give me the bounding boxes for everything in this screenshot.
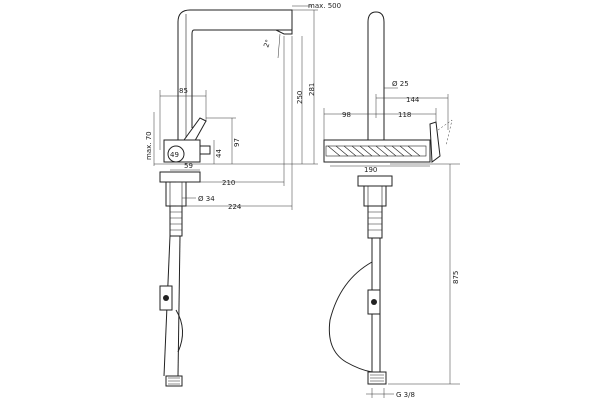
dim-118: 118 [398,111,411,119]
dim-49: 49 [170,151,179,159]
dim-d25: Ø 25 [392,80,409,88]
side-view-faucet [159,9,293,387]
base-plate [159,171,201,183]
dim-85: 85 [179,87,188,95]
front-hose-fitting [367,371,387,385]
dim-d34: Ø 34 [198,195,215,203]
dim-g38: G 3/8 [396,391,415,399]
dim-59: 59 [184,162,193,170]
spout-outline [177,9,293,146]
dim-44: 44 [215,149,223,158]
dim-144: 144 [406,96,420,104]
hose-loop [175,309,183,353]
dim-224: 224 [228,203,242,211]
dim-281: 281 [308,83,316,96]
dim-875: 875 [452,271,460,284]
side-lever [429,121,441,163]
dim-250: 250 [296,91,304,104]
front-view-faucet [323,11,453,385]
side-view-dimensions: max. 500 2° 85 max. 70 49 44 97 59 210 Ø… [145,2,341,211]
dim-max70: max. 70 [145,131,153,160]
spray-head [275,29,293,35]
front-base-plate [357,175,393,187]
dim-max500: max. 500 [308,2,341,10]
dim-210: 210 [222,179,235,187]
mounting-platform [323,139,431,163]
dim-190: 190 [364,166,377,174]
dim-angle: 2° [262,38,272,48]
front-view-dimensions: Ø 25 144 98 118 190 875 G 3/8 [323,80,460,399]
lever-hub [167,145,185,163]
spout-column [367,11,385,140]
dim-97: 97 [233,138,241,147]
dim-98: 98 [342,111,351,119]
hose-loop-front [328,261,373,373]
hose-fitting [165,375,183,387]
